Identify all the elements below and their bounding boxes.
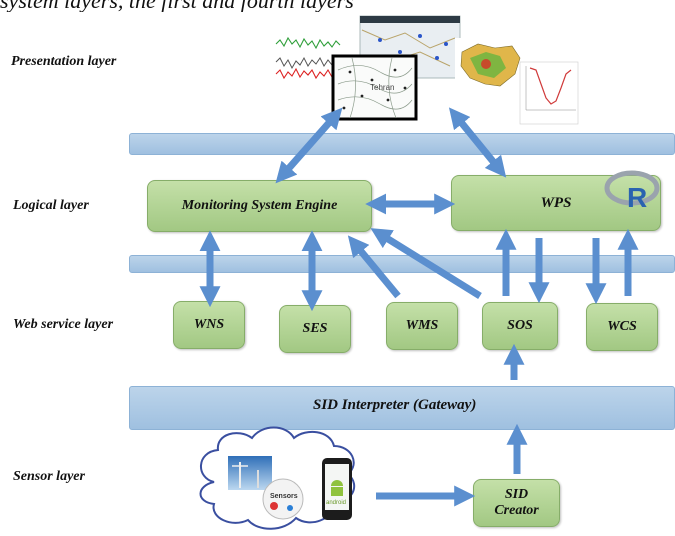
tehran-map-label: Tehran — [370, 83, 394, 92]
tehran-contour-map — [331, 54, 418, 121]
gateway-band — [129, 386, 675, 430]
sensors-badge-label: Sensors — [270, 493, 298, 500]
layer-label-sensor: Sensor layer — [13, 469, 85, 484]
gateway-label: SID Interpreter (Gateway) — [313, 397, 477, 413]
arrow-sos-engine — [370, 228, 482, 299]
monitoring-system-engine-label: Monitoring System Engine — [181, 198, 338, 213]
r-logo: R — [604, 170, 660, 213]
wcs-box: WCS — [586, 303, 658, 351]
weather-station-photo — [228, 456, 272, 490]
arrows — [199, 107, 639, 507]
wcs-label: WCS — [607, 319, 637, 334]
arrow-engine-presentation — [275, 107, 343, 184]
layer-label-logical: Logical layer — [13, 198, 89, 213]
wps-label: WPS — [540, 194, 572, 211]
monitoring-system-engine-box: Monitoring System Engine — [147, 180, 372, 232]
presentation-screenshots: Tehran — [275, 15, 579, 125]
r-logo-letter: R — [627, 182, 647, 213]
sos-label: SOS — [507, 318, 533, 333]
wms-box: WMS — [386, 302, 458, 350]
arrow-wps-presentation — [448, 107, 507, 178]
ses-box: SES — [279, 305, 351, 353]
sid-creator-label-line1: SID — [504, 487, 529, 502]
sensor-cloud: Sensors android — [199, 426, 355, 530]
android-label: android — [326, 500, 346, 506]
arrow-wms-engine — [347, 235, 401, 299]
layer-label-presentation: Presentation layer — [11, 54, 117, 69]
sid-creator-box: SID Creator — [473, 479, 560, 527]
sos-box: SOS — [482, 302, 558, 350]
wns-label: WNS — [193, 317, 225, 332]
layer-label-web-service: Web service layer — [13, 317, 114, 332]
wms-label: WMS — [405, 318, 439, 333]
sid-creator-label-line2: Creator — [494, 503, 539, 518]
ses-label: SES — [302, 321, 328, 336]
wns-box: WNS — [173, 301, 245, 349]
figure-caption-fragment: system layers, the first and fourth laye… — [0, 0, 675, 12]
